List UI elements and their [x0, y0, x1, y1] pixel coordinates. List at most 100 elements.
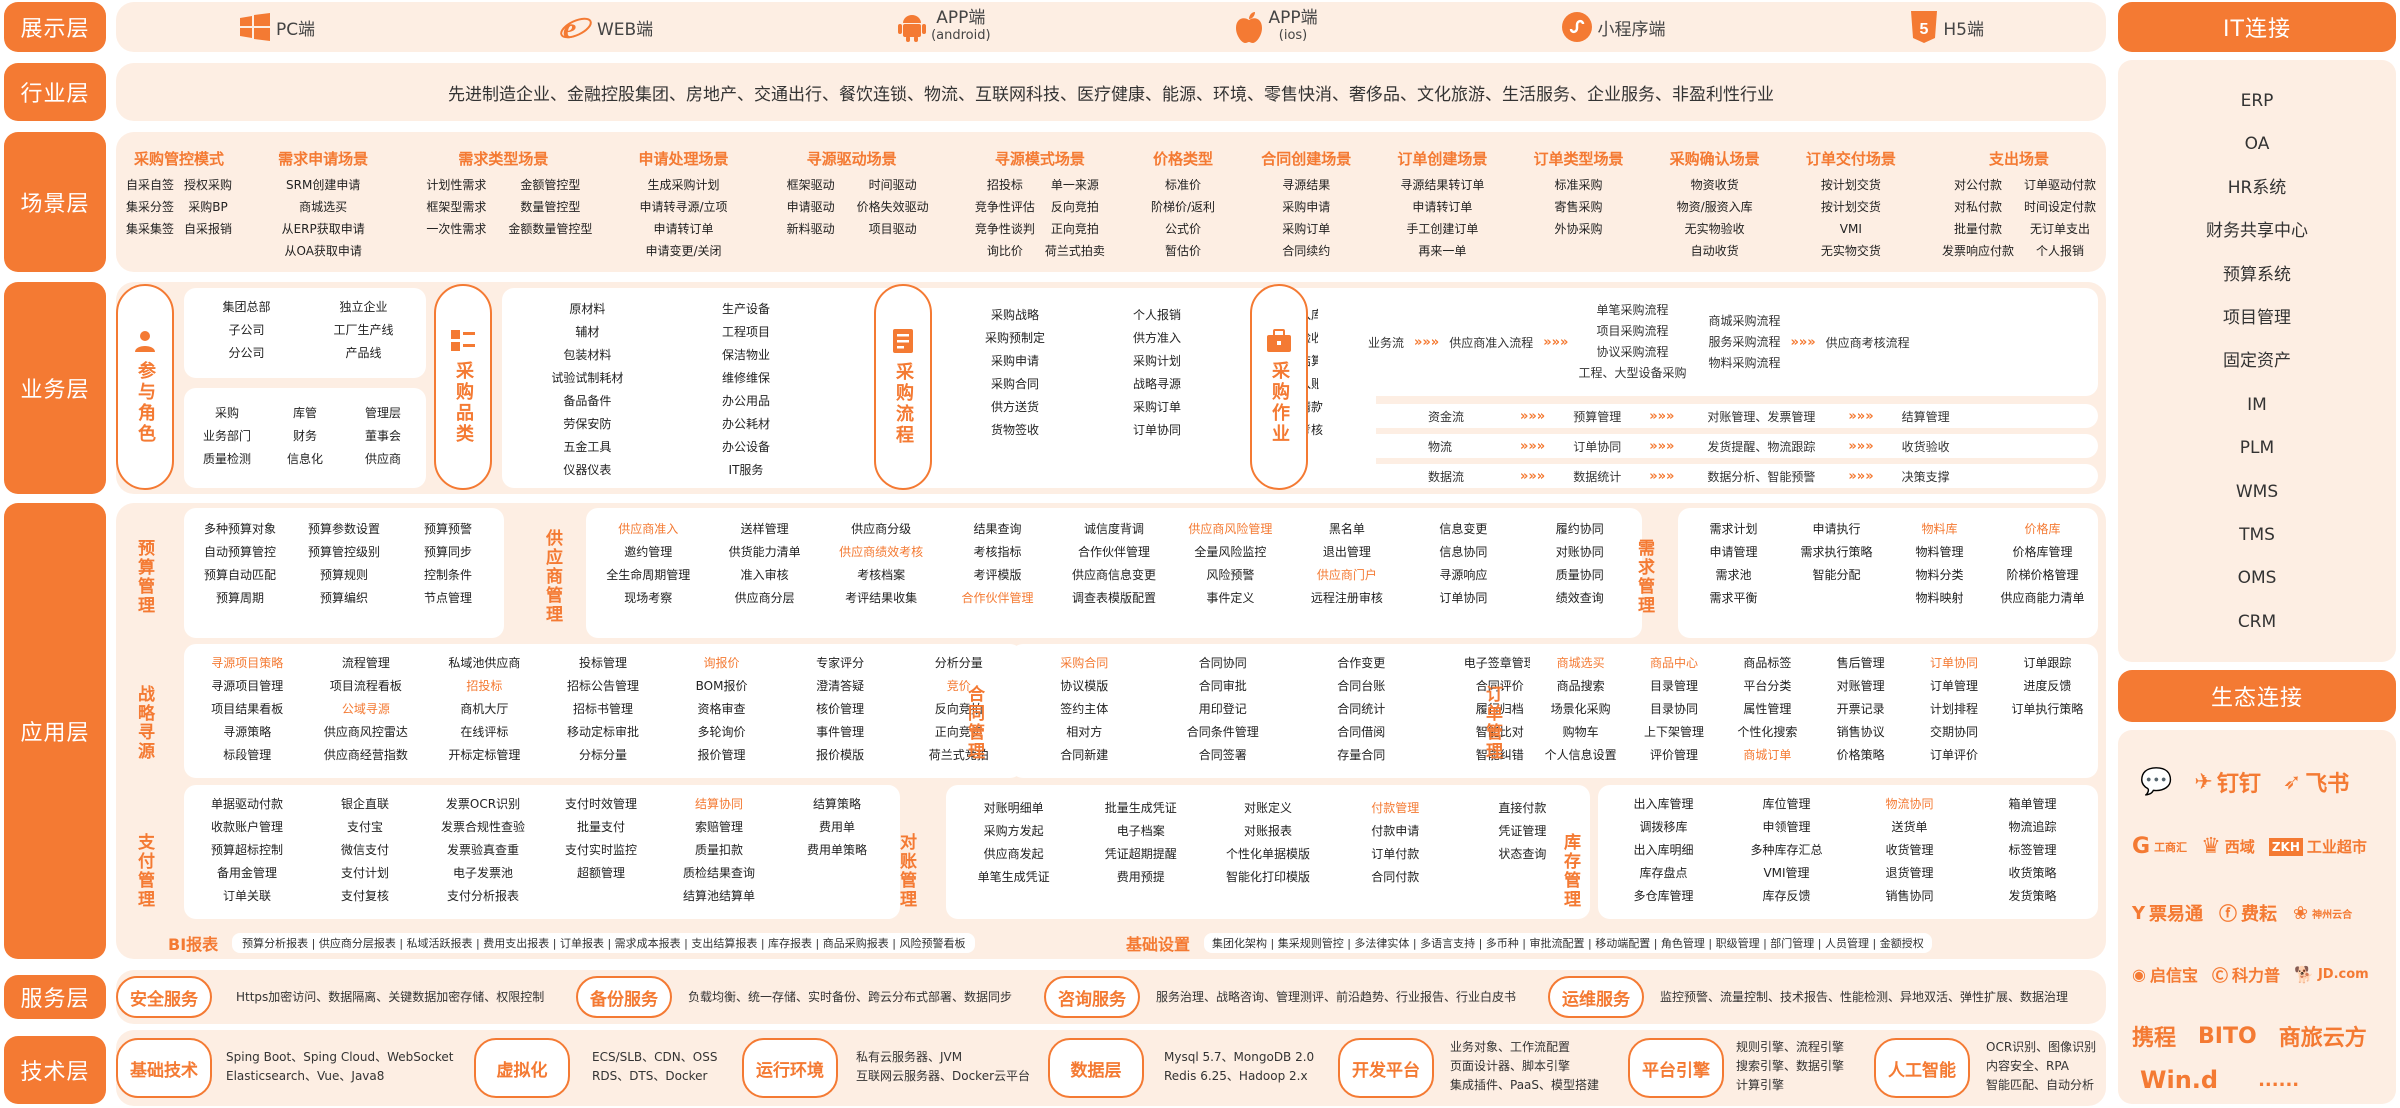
order-card: 商城选买商品中心商品标签售后管理订单协同订单跟踪商品搜索目录管理平台分类对账管理… [1530, 644, 2098, 778]
process-label: 采购流程 [893, 362, 914, 446]
scene-items: 生成采购计划申请转寻源/立项申请转订单申请变更/关闭 [639, 174, 727, 262]
consult-service-button[interactable]: 咨询服务 [1044, 976, 1140, 1018]
flow-proc: 商城采购流程 [1708, 313, 1781, 328]
tech-base-button[interactable]: 基础技术 [116, 1038, 212, 1098]
scene-item: 无实物交货 [1820, 244, 1881, 258]
grid-item: 备用金管理 [216, 866, 277, 880]
tech-runtime-button[interactable]: 运行环境 [742, 1038, 838, 1098]
contract-grid: 采购合同合同协同合作变更电子签章管理协议模版合同审批合同台账合同评价签约主体用印… [1015, 652, 1569, 767]
role-label: 参与角色 [135, 361, 156, 445]
scene-group: 价格类型标准价阶梯价/返利公式价暂估价 [1151, 148, 1215, 262]
chevrons-icon: »»» [1649, 468, 1675, 484]
grid-item: 收款账户管理 [210, 820, 283, 834]
grid-item: 办公用品 [721, 394, 770, 408]
flow-step: 对账管理、发票管理 [1707, 409, 1816, 424]
scene-items: 计划性需求金额管控型框架型需求数量管控型一次性需求金额数量管控型 [414, 174, 592, 240]
security-service-button[interactable]: 安全服务 [116, 976, 212, 1018]
scene-items: 寻源结果采购申请采购订单合同续约 [1282, 174, 1330, 262]
grid-item: 合同签署 [1198, 748, 1247, 762]
budget-label: 预算管理 [134, 539, 154, 615]
tech-data-button[interactable]: 数据层 [1048, 1038, 1144, 1098]
scene-item: 新料驱动 [786, 222, 835, 236]
scene-title: 采购确认场景 [1669, 150, 1760, 168]
grid-item: 物料映射 [1915, 591, 1964, 605]
chevrons-icon: »»» [1848, 468, 1874, 484]
grid-item: 质检结果查询 [682, 866, 755, 880]
grid-item: 多轮询价 [697, 725, 746, 739]
tech-line: 互联网云服务器、Docker云平台 [856, 1069, 1031, 1083]
flow-row: 物流»»»订单协同»»»发货提醒、物流跟踪»»»收货验收 [1318, 434, 2098, 458]
grid-item: 招投标 [466, 679, 503, 693]
base-list: 集团化架构 | 集采规则管控 | 多法律实体 | 多语言支持 | 多币种 | 审… [1204, 933, 1932, 953]
grid-item: 战略寻源 [1132, 377, 1181, 391]
process-card: 采购战略个人报销货物入库采购预制定供方准入商品验收采购申请采购计划对账结算采购合… [938, 288, 1376, 488]
chevrons-icon: »»» [1649, 438, 1675, 454]
base-title: 基础设置 [1126, 935, 1191, 954]
scene-item: 物资收货 [1690, 178, 1739, 192]
grid-item: 物流追踪 [2008, 820, 2057, 834]
tech-engine-button[interactable]: 平台引擎 [1628, 1038, 1724, 1098]
tech-ai-button[interactable]: 人工智能 [1874, 1038, 1970, 1098]
display-item-android: APP端 (android) [897, 9, 991, 45]
grid-item: 履约协同 [1555, 522, 1604, 536]
grid-item: 直接付款 [1498, 801, 1547, 815]
html5-icon: 5 [1911, 11, 1938, 43]
grid-item: 考评模版 [973, 568, 1022, 582]
base-row: 基础设置 集团化架构 | 集采规则管控 | 多法律实体 | 多语言支持 | 多币… [1126, 931, 1932, 955]
scene-item: 申请转订单 [653, 222, 714, 236]
backup-service-button[interactable]: 备份服务 [576, 976, 672, 1018]
scene-title: 订单类型场景 [1533, 150, 1624, 168]
tech-virtual-button[interactable]: 虚拟化 [474, 1038, 570, 1098]
it-item: OA [2244, 134, 2270, 155]
grid-item: 单笔生成凭证 [977, 870, 1050, 884]
grid-item: 商机大厅 [460, 702, 509, 716]
eco-logo-more: ...... [2258, 1066, 2299, 1094]
grid-item: 预算预警 [423, 522, 472, 536]
grid-item: 工厂生产线 [333, 323, 394, 337]
layer-label-tech: 技术层 [4, 1036, 106, 1104]
chevrons-icon: »»» [1848, 408, 1874, 424]
scene-group: 合同创建场景寻源结果采购申请采购订单合同续约 [1261, 148, 1351, 262]
security-service-text: Https加密访问、数据隔离、关键数据加密存储、权限控制 [236, 990, 545, 1004]
grid-item: 相对方 [1066, 725, 1103, 739]
grid-item: 支付分析报表 [446, 889, 519, 903]
tech-line: 业务对象、工作流配置 [1450, 1040, 1571, 1054]
eco-logo-dingtalk: ✈钉钉 [2194, 766, 2260, 798]
grid-item: 商城订单 [1743, 748, 1792, 762]
scene-title: 订单创建场景 [1397, 150, 1488, 168]
scene-item: 金额数量管控型 [508, 222, 593, 236]
flow-row: 数据流»»»数据统计»»»数据分析、智能预警»»»决策支撑 [1318, 464, 2098, 488]
grid-item: 智能纠错 [1475, 748, 1524, 762]
industry-band: 先进制造企业、金融控股集团、房地产、交通出行、餐饮连锁、物流、互联网科技、医疗健… [116, 63, 2106, 121]
grid-item: 平台分类 [1743, 679, 1792, 693]
grid-item: 标签管理 [2008, 843, 2057, 857]
scene-item: 订单驱动付款 [2023, 178, 2096, 192]
chevrons-icon: »»» [1520, 438, 1546, 454]
flow-step: 结算管理 [1901, 409, 1950, 424]
grid-item: 采购计划 [1132, 354, 1181, 368]
grid-item: 试验试制耗材 [551, 371, 624, 385]
grid-item: 采购预制定 [984, 331, 1045, 345]
grid-item: 竞价 [946, 679, 971, 693]
logo-text: 科力普 [2232, 966, 2281, 985]
scene-item: 无订单支出 [2029, 222, 2090, 236]
application-band: 预算管理 多种预算对象预算参数设置预算预警自动预算管控预算管控级别预算同步预算自… [116, 503, 2106, 959]
scene-items: 对公付款订单驱动付款对私付款时间设定付款批量付款无订单支出发票响应付款个人报销 [1942, 174, 2096, 262]
grid-item: 寻源策略 [223, 725, 272, 739]
szyh-icon: ❀ [2293, 902, 2309, 924]
it-item: 固定资产 [2223, 351, 2291, 372]
grid-item: 智能分配 [1812, 568, 1861, 582]
grid-item: 澄清答疑 [816, 679, 865, 693]
grid-item: 需求池 [1715, 568, 1752, 582]
grid-item: 供应商能力清单 [2000, 591, 2085, 605]
tech-devplatform-button[interactable]: 开发平台 [1338, 1038, 1434, 1098]
ops-service-button[interactable]: 运维服务 [1548, 976, 1644, 1018]
scene-item: 手工创建订单 [1406, 222, 1479, 236]
grid-item: 预算同步 [423, 545, 472, 559]
grid-item: 批量生成凭证 [1104, 801, 1177, 815]
display-sublabel: (ios) [1278, 28, 1308, 43]
